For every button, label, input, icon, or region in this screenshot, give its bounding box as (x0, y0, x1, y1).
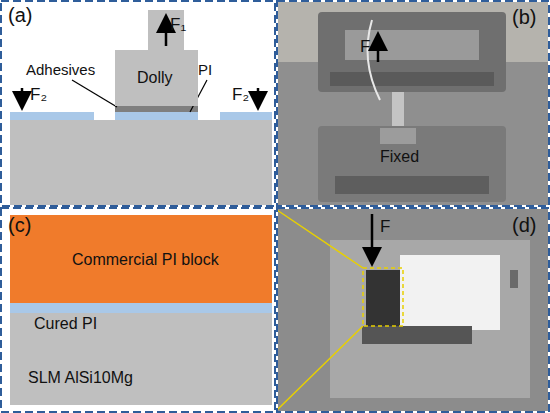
annotation-label: (d) (512, 214, 536, 236)
substrate (10, 120, 272, 205)
panel-frame (277, 208, 549, 412)
layer-box: Cured PI (10, 303, 272, 313)
adhesive-layer (115, 106, 198, 112)
force-arrow (257, 88, 260, 106)
layer-label: SLM AlSi10Mg (28, 369, 133, 387)
annotation-label: F (360, 38, 370, 57)
pi-layer (115, 112, 198, 120)
layer-label: Cured PI (34, 315, 97, 333)
annotation-label: F₂ (30, 86, 47, 105)
panel-frame (1, 1, 275, 206)
annotation-label: Adhesives (26, 62, 95, 79)
zoom-line (277, 326, 363, 410)
annotation-label: (a) (8, 4, 32, 26)
force-arrow (165, 18, 168, 46)
layer-box: Commercial PI block (10, 215, 272, 303)
annotation-label: F₁ (170, 16, 186, 35)
layer-box: Dolly (115, 50, 198, 106)
leader-line (72, 80, 117, 107)
layer-label: Dolly (137, 69, 173, 87)
tensile-machine-photo (278, 2, 548, 205)
pi-layer (10, 112, 94, 120)
panel-frame (1, 208, 275, 412)
annotation-label: F (380, 218, 390, 237)
annotation-label: Fixed (380, 148, 419, 166)
pi-layer (220, 112, 272, 120)
force-arrow (21, 88, 24, 106)
layer-label: Commercial PI block (72, 251, 219, 269)
annotation-label: PI (198, 62, 212, 79)
annotation-label: F₂ (232, 86, 249, 105)
annotation-label: (b) (512, 6, 536, 28)
annotation-label: (c) (8, 214, 31, 236)
panel-frame (277, 1, 549, 206)
fixture-photo (278, 209, 548, 411)
zoom-line (277, 210, 363, 268)
